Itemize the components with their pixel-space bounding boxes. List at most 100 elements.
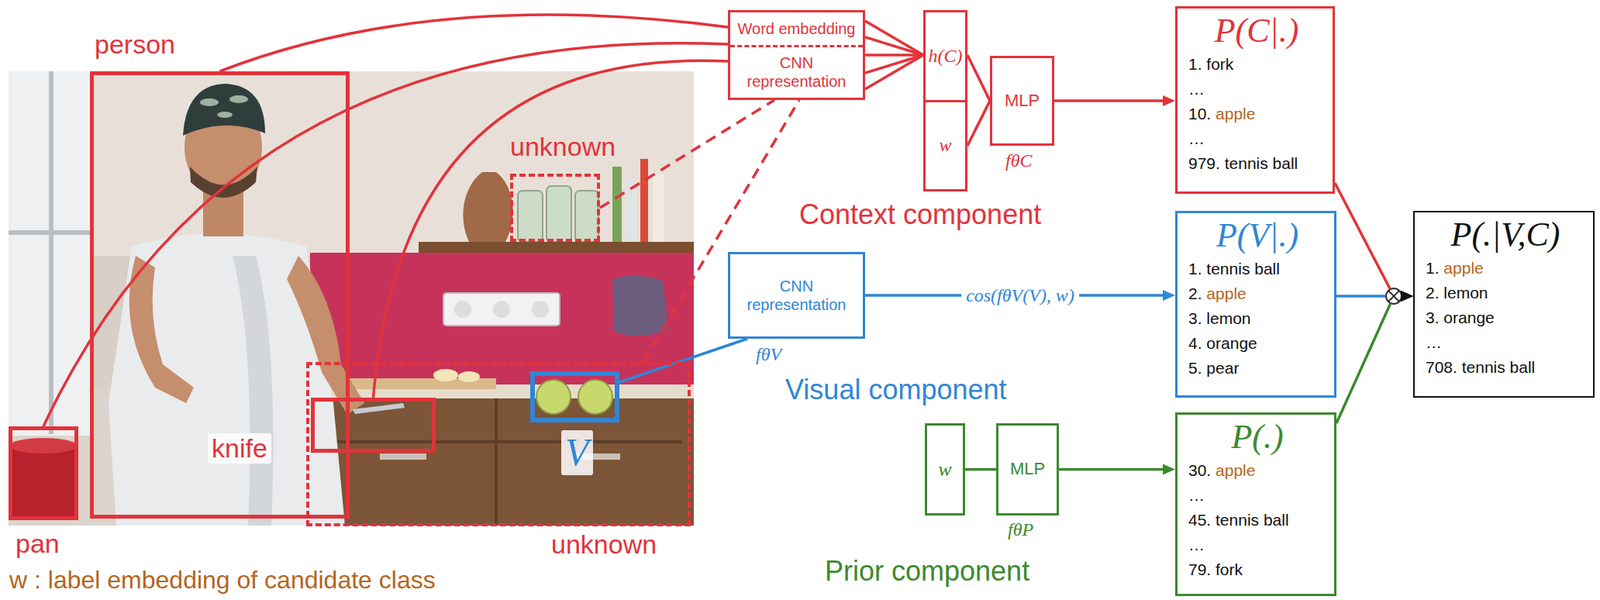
apple <box>578 379 613 414</box>
connector-line <box>1054 99 1166 103</box>
window <box>8 71 94 436</box>
list-item: 3. lemon <box>1188 306 1327 332</box>
connector-line <box>1336 303 1390 424</box>
box-label: person <box>94 29 176 60</box>
list-item: … <box>1425 330 1586 356</box>
bandana <box>182 83 266 136</box>
edge-label: cos(fθV(V), w) <box>961 284 1080 307</box>
list-item: 1. tennis ball <box>1188 256 1327 282</box>
vase <box>462 172 513 242</box>
arrow-head <box>1400 290 1414 302</box>
connector-line <box>619 338 748 383</box>
list-rank: 30. <box>1188 461 1211 480</box>
object-box: knife <box>310 397 436 453</box>
outlet <box>493 300 511 318</box>
highlighted-class: apple <box>1439 258 1484 277</box>
pot <box>10 445 76 520</box>
highlighted-class: apple <box>1202 284 1247 303</box>
annotation-label: fθC <box>1005 150 1032 173</box>
list-item: 708. tennis ball <box>1425 355 1586 380</box>
apple <box>536 379 571 414</box>
knife-blade <box>352 403 405 414</box>
arrow-head <box>1162 464 1176 476</box>
box-label: unknown <box>551 529 657 560</box>
shirt-shade <box>232 255 274 526</box>
box-text: MLP <box>998 425 1057 514</box>
highlighted-class: apple <box>1210 461 1256 480</box>
box-label: V <box>561 430 594 476</box>
box-text: Word embedding <box>730 12 863 45</box>
box-text: w <box>925 100 966 190</box>
ranking-list-box: P(.)30. apple…45. tennis ball…79. fork <box>1175 412 1337 597</box>
list-item: 2. apple <box>1188 281 1327 307</box>
pot-lid <box>9 437 78 454</box>
mlp-box: MLP <box>989 55 1055 146</box>
jar <box>575 190 599 242</box>
jar <box>546 186 572 242</box>
connector <box>1058 464 1176 476</box>
arrow-head <box>1400 290 1414 302</box>
list-rank: 10. <box>1188 104 1211 123</box>
arm <box>129 255 194 404</box>
connector-line <box>865 55 924 73</box>
list-title: P(.|V,C) <box>1425 213 1586 256</box>
connector-line <box>1336 294 1386 298</box>
connector <box>1336 290 1414 302</box>
cnn-box: CNN representation <box>727 251 866 339</box>
connector <box>965 468 997 470</box>
bandana-leaf <box>229 95 249 104</box>
list-item: … <box>1188 76 1325 102</box>
bottle <box>640 158 649 242</box>
connector-line <box>865 37 924 56</box>
annotation-label: Context component <box>799 198 1042 231</box>
annotation-label: Visual component <box>785 373 1007 406</box>
input-representation-box: Word embeddingCNN representation <box>727 10 866 100</box>
connector <box>1054 95 1176 107</box>
unknown-region-box: unknown <box>510 173 600 242</box>
apple-slice <box>458 371 480 383</box>
connector <box>619 338 748 383</box>
list-item: 3. orange <box>1425 305 1586 331</box>
connector <box>865 20 924 90</box>
box-label: unknown <box>510 131 616 163</box>
arm <box>286 255 365 415</box>
list-item: 30. apple <box>1188 458 1327 483</box>
list-item: 1. apple <box>1425 255 1586 281</box>
pink-backsplash <box>310 252 694 389</box>
arrow-head <box>1162 95 1176 107</box>
window-frame <box>8 71 94 435</box>
connector <box>373 60 729 398</box>
back-wall <box>8 71 694 526</box>
list-item: 45. tennis ball <box>1188 507 1327 533</box>
ranking-list-box: P(.|V,C)1. apple2. lemon3. orange…708. t… <box>1413 210 1595 398</box>
unknown-region-box: unknown <box>306 362 691 527</box>
connector-line <box>967 100 990 146</box>
bottle <box>612 166 622 242</box>
connector-line <box>43 43 728 427</box>
box-text: w <box>927 425 963 514</box>
dish-cloth <box>612 275 669 336</box>
list-item: 5. pear <box>1188 355 1327 381</box>
connector <box>1334 182 1414 302</box>
highlighted-class: apple <box>1210 104 1256 123</box>
connector-line <box>865 55 924 90</box>
connector-line <box>965 468 997 472</box>
outlet <box>454 300 472 318</box>
connector <box>967 55 990 146</box>
list-title: P(V|.) <box>1188 214 1327 257</box>
connector-line <box>865 20 924 56</box>
list-item: 10. apple <box>1188 101 1325 127</box>
list-rank: 2. <box>1188 284 1203 303</box>
list-title: P(.) <box>1188 416 1327 459</box>
ranking-list-box: P(V|.)1. tennis ball2. apple3. lemon4. o… <box>1175 210 1337 398</box>
annotation-label: fθP <box>1007 519 1034 542</box>
list-title: P(C|.) <box>1188 10 1325 52</box>
bottle <box>652 174 664 242</box>
arrow-head <box>1162 289 1176 301</box>
list-item: 4. orange <box>1188 331 1327 356</box>
upper-wall <box>93 71 694 258</box>
connector <box>43 43 728 427</box>
connector-line <box>373 60 729 398</box>
annotation-label: Prior component <box>824 555 1030 587</box>
box-label: knife <box>207 433 272 464</box>
